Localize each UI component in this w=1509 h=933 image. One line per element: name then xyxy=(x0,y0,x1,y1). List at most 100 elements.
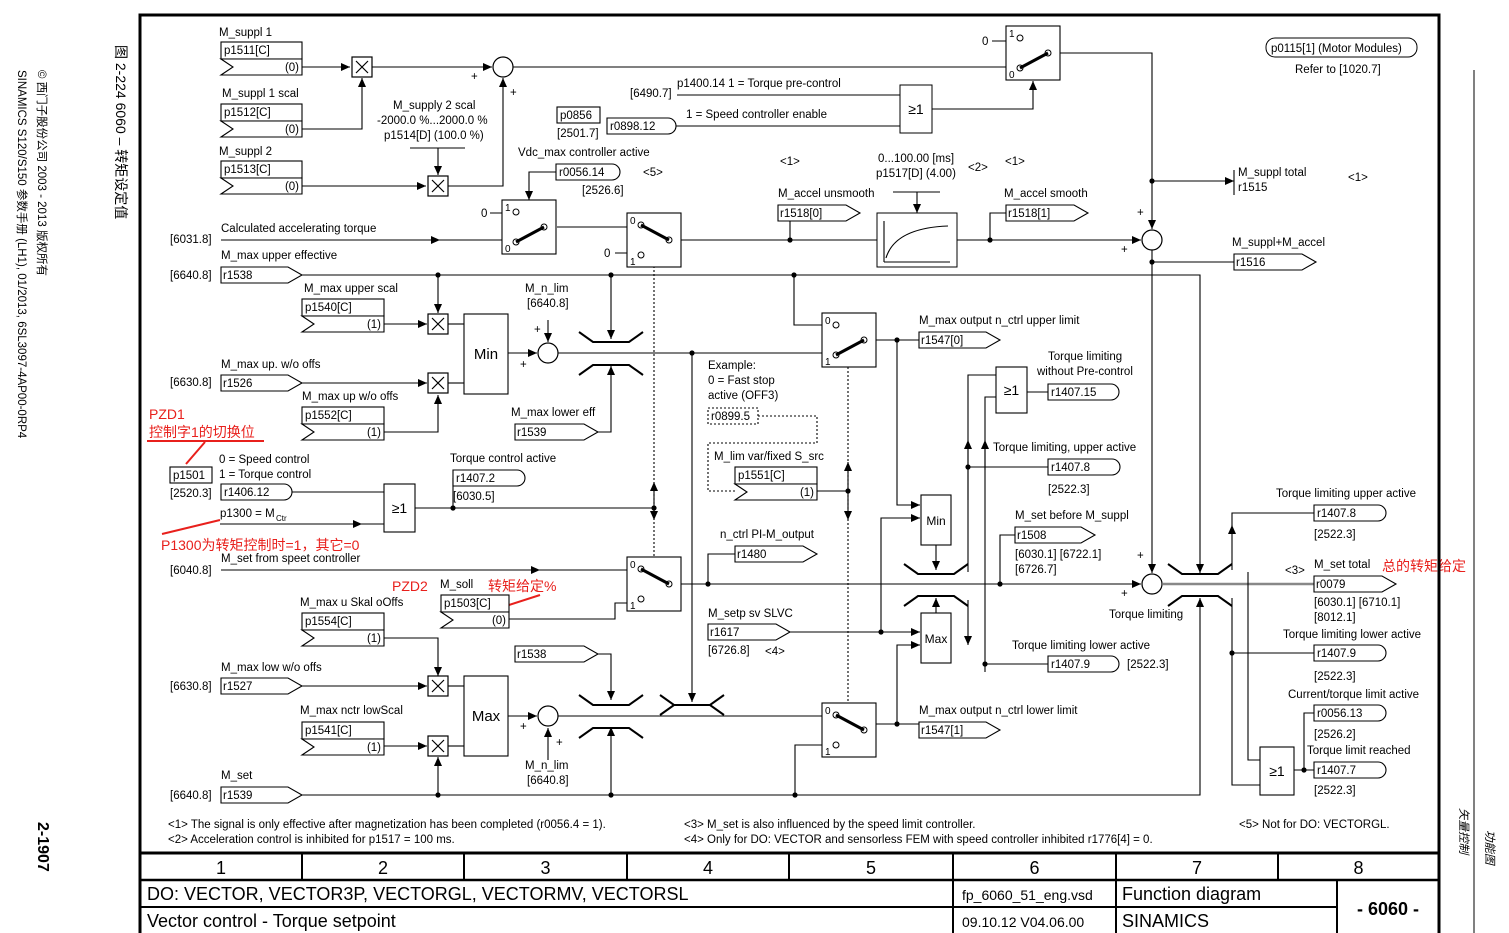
m-accel-smooth-label: M_accel smooth xyxy=(1004,188,1088,200)
switch-lever-icon xyxy=(835,713,865,732)
junction-dot xyxy=(705,581,711,587)
plus-3-label: + xyxy=(1137,207,1144,219)
switch-position-label: 0 xyxy=(825,316,831,327)
r0056-14-label: r0056.14 xyxy=(559,167,605,179)
torque-limiting-label: Torque limiting xyxy=(1109,609,1183,621)
r1518-1-label: r1518[1] xyxy=(1008,208,1050,220)
p1517-label: p1517[D] (4.00) xyxy=(876,168,956,180)
plus-9-label: + xyxy=(1137,550,1144,562)
binary-output[interactable] xyxy=(555,163,621,181)
signal-wire xyxy=(880,517,920,632)
m-set-label: M_set xyxy=(221,770,253,782)
arrowhead-icon xyxy=(964,636,972,645)
binary-output[interactable] xyxy=(606,117,677,135)
m-max-out-lower-label: M_max output n_ctrl lower limit xyxy=(919,705,1078,717)
logic-block xyxy=(995,366,1028,414)
figure-caption: 图 2-224 6060 – 转矩设定值 xyxy=(113,45,129,219)
connector-input[interactable] xyxy=(733,483,818,501)
logic-block xyxy=(383,483,416,533)
connector-output[interactable] xyxy=(220,374,304,392)
connector-output[interactable] xyxy=(1233,253,1318,271)
vdc-max-active-label: Vdc_max controller active xyxy=(518,147,650,159)
ref-6630-a-label: [6630.8] xyxy=(170,377,212,389)
connector-input[interactable] xyxy=(300,629,385,647)
signal-wire xyxy=(598,653,612,700)
torque-ctrl-active-label: Torque control active xyxy=(450,453,556,465)
connector-input[interactable] xyxy=(219,58,303,76)
limiter-upper-icon xyxy=(1167,563,1233,575)
connector-output[interactable] xyxy=(220,786,304,804)
p1400-14-label: p1400.14 1 = Torque pre-control xyxy=(677,78,841,90)
connector-output[interactable] xyxy=(1005,204,1090,222)
parameter-box[interactable] xyxy=(707,407,759,425)
arrowhead-icon xyxy=(353,520,362,528)
binary-output[interactable] xyxy=(220,483,293,501)
binary-output[interactable] xyxy=(1313,761,1387,779)
arrowhead-icon xyxy=(911,641,920,649)
p1551-val-label: (1) xyxy=(800,487,814,499)
connector-output[interactable] xyxy=(220,677,304,695)
ref-8012-label: [8012.1] xyxy=(1314,612,1356,624)
footnote-4: <4> Only for DO: VECTOR and sensorless F… xyxy=(684,834,1153,846)
parameter-box[interactable] xyxy=(169,466,213,484)
parameter-box[interactable] xyxy=(556,106,601,124)
connector-output[interactable] xyxy=(1313,575,1398,593)
p1514-label: p1514[D] (100.0 %) xyxy=(384,130,484,142)
do-types: DO: VECTOR, VECTOR3P, VECTORGL, VECTORMV… xyxy=(147,884,689,904)
summing-point-icon xyxy=(1141,573,1163,595)
signal-wire xyxy=(1231,512,1314,570)
binary-output[interactable] xyxy=(1313,644,1387,662)
binary-output[interactable] xyxy=(1047,458,1121,476)
arrowhead-icon xyxy=(418,379,427,387)
connector-output[interactable] xyxy=(707,623,792,641)
summing-point-icon xyxy=(492,56,514,78)
p1511-val-label: (0) xyxy=(285,62,299,74)
arrowhead-icon xyxy=(434,757,442,766)
smoothing-filter-block xyxy=(876,212,958,268)
switch-position-label: 0 xyxy=(505,244,511,255)
limiter-lower-icon xyxy=(903,595,969,607)
arrowhead-icon xyxy=(431,236,440,244)
binary-output[interactable] xyxy=(1313,704,1387,722)
binary-output[interactable] xyxy=(1313,504,1387,522)
logic-block xyxy=(920,612,952,664)
m-max-u-skal-label: M_max u Skal oOffs xyxy=(300,597,404,609)
ref-6640-c-label: [6640.8] xyxy=(527,775,569,787)
logic-block xyxy=(1259,746,1295,796)
arrowhead-icon xyxy=(531,566,540,574)
pzd2-label: PZD2 xyxy=(392,578,428,594)
connector-output[interactable] xyxy=(918,721,1002,739)
connector-output[interactable] xyxy=(514,423,600,441)
diagram-title: Vector control - Torque setpoint xyxy=(147,911,396,931)
connector-output[interactable] xyxy=(514,645,600,663)
arrowhead-icon xyxy=(544,333,552,342)
binary-output[interactable] xyxy=(1047,383,1120,401)
ref-6640-a-label: [6640.8] xyxy=(170,270,212,282)
connector-input[interactable] xyxy=(300,423,385,441)
p1300-sub-label: Ctr xyxy=(276,514,287,523)
connector-output[interactable] xyxy=(220,266,304,284)
connector-input[interactable] xyxy=(439,611,510,629)
right-margin: 功能图 矢量控制 xyxy=(1457,808,1496,866)
signal-wire xyxy=(984,396,996,672)
limiter-lower-icon xyxy=(1167,595,1233,607)
connector-input[interactable] xyxy=(300,738,385,756)
switch-contact-icon xyxy=(832,741,840,749)
connector-output[interactable] xyxy=(1014,526,1097,544)
r1526-label: r1526 xyxy=(223,378,252,390)
binary-output[interactable] xyxy=(452,469,526,487)
connector-output[interactable] xyxy=(918,331,1002,349)
signal-wire xyxy=(302,598,1201,796)
connector-input[interactable] xyxy=(219,177,303,195)
multiply-icon xyxy=(431,317,445,331)
connector-input[interactable] xyxy=(300,315,385,333)
connector-output[interactable] xyxy=(734,545,819,563)
ref-2526-2-label: [2526.2] xyxy=(1314,729,1356,741)
m-suppl-1-label: M_suppl 1 xyxy=(219,27,272,39)
binary-output[interactable] xyxy=(1047,655,1120,673)
connector-input[interactable] xyxy=(219,120,303,138)
p0115-reference[interactable] xyxy=(1265,37,1418,58)
ref-6630-b-label: [6630.8] xyxy=(170,681,212,693)
connector-output[interactable] xyxy=(777,204,862,222)
limiter-lower-icon xyxy=(578,727,644,739)
